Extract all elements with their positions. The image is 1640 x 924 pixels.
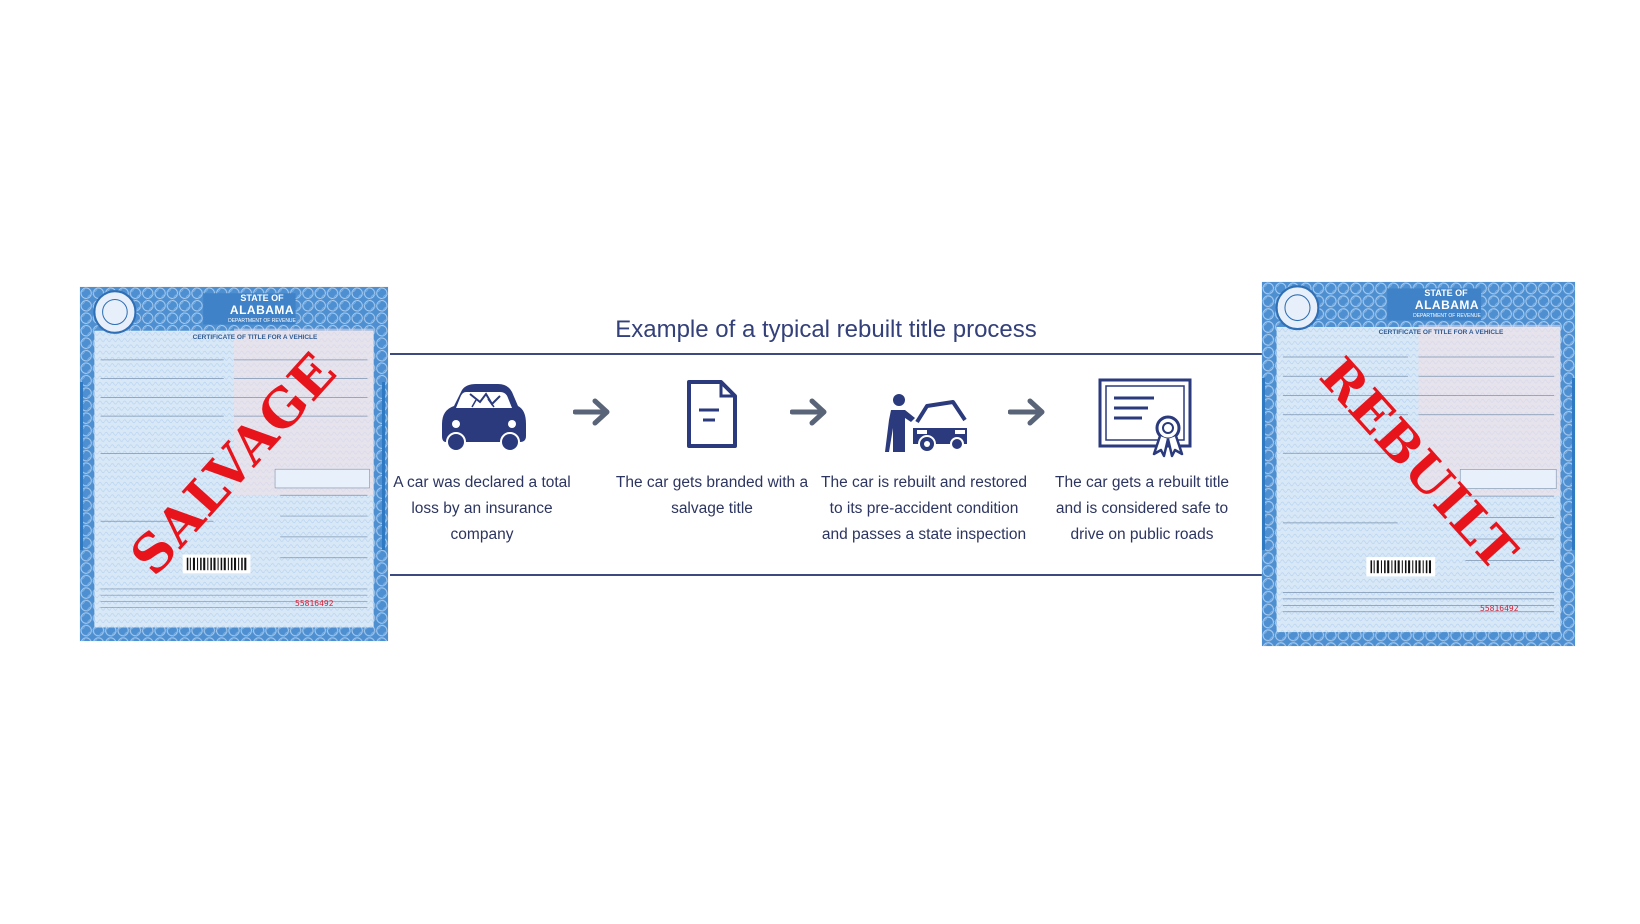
arrow-right-icon xyxy=(789,397,830,432)
certificate-icon xyxy=(1098,376,1194,458)
salvage-title-certificate: STATE OF ALABAMA DEPARTMENT OF REVENUE C… xyxy=(80,287,388,641)
department-label: DEPARTMENT OF REVENUE xyxy=(228,318,296,324)
damaged-car-icon xyxy=(436,380,528,454)
bottom-rule xyxy=(390,574,1262,576)
arrow-right-icon xyxy=(1007,397,1048,432)
control-number: 55816492 xyxy=(295,599,334,608)
right-edge-bar xyxy=(1262,378,1265,550)
step-3-text: The car is rebuilt and restored to its p… xyxy=(821,474,1027,543)
department-label: DEPARTMENT OF REVENUE xyxy=(1413,313,1481,319)
document-title: CERTIFICATE OF TITLE FOR A VEHICLE xyxy=(1378,329,1504,336)
control-number: 55816492 xyxy=(1480,604,1519,613)
mechanic-repair-icon xyxy=(885,392,969,454)
rebuilt-title-certificate: STATE OF ALABAMA DEPARTMENT OF REVENUE C… xyxy=(1262,282,1575,646)
document-icon xyxy=(685,378,739,450)
rebuilt-title-process-panel: Example of a typical rebuilt title proce… xyxy=(390,300,1262,590)
document-title: CERTIFICATE OF TITLE FOR A VEHICLE xyxy=(192,334,318,341)
state-header: STATE OF xyxy=(240,293,284,303)
arrow-right-icon xyxy=(572,397,613,432)
right-edge-bar-right xyxy=(1572,378,1575,550)
left-edge-bar-right xyxy=(382,382,385,550)
state-header: STATE OF xyxy=(1424,288,1468,298)
certificate-graphic xyxy=(80,287,388,641)
step-1-text: A car was declared a total loss by an in… xyxy=(393,474,571,543)
certificate-graphic xyxy=(1262,282,1575,646)
step-4-text: The car gets a rebuilt title and is cons… xyxy=(1054,474,1230,543)
left-edge-bar xyxy=(80,382,83,550)
state-name: ALABAMA xyxy=(229,303,295,317)
top-rule xyxy=(390,353,1262,355)
step-2-text: The car gets branded with a salvage titl… xyxy=(615,474,809,517)
state-name: ALABAMA xyxy=(1414,298,1480,312)
process-title: Example of a typical rebuilt title proce… xyxy=(615,316,1037,343)
